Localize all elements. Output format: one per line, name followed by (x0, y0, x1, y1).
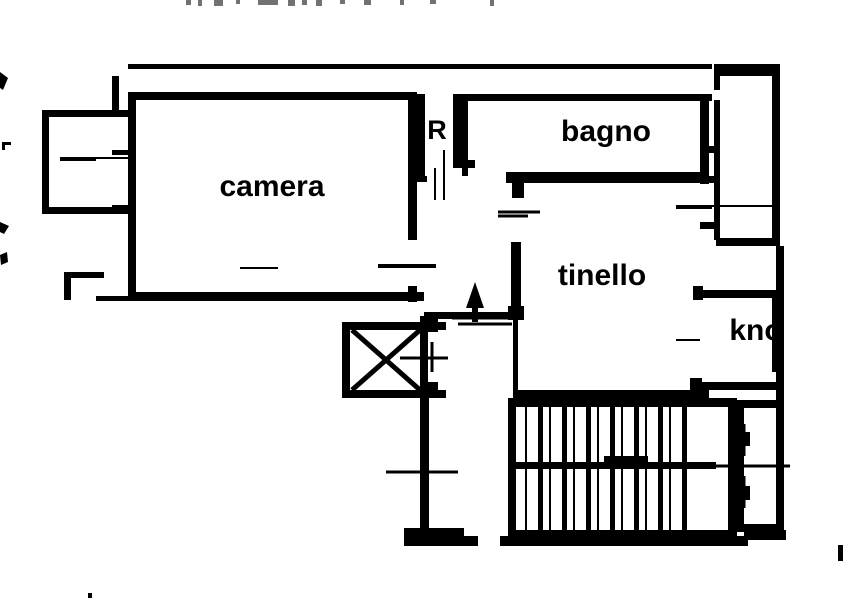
terrace-step-lower-left (64, 272, 136, 301)
room-label-tinello: tinello (558, 259, 646, 292)
stair-tread-lines (525, 406, 671, 530)
room-label-bagno: bagno (561, 115, 651, 148)
stair-treads-upper (538, 406, 687, 464)
room-camera-walls (128, 92, 436, 302)
staircase (508, 398, 737, 539)
elevator-shaft-cross (350, 328, 422, 392)
ripostiglio-door-detail (434, 150, 445, 200)
room-label-ripostiglio: R (427, 115, 447, 145)
stair-treads-lower (538, 468, 687, 530)
direction-arrow-up-icon (466, 282, 484, 322)
lower-right-dimension-ticks (706, 424, 790, 508)
corridor-walls (342, 312, 514, 542)
balcony-left (42, 76, 136, 214)
room-label-camera: camera (219, 170, 324, 203)
left-edge-scan-artifact (0, 72, 843, 598)
corridor-dimension-ticks (386, 342, 458, 474)
exterior-wall-top (128, 64, 780, 101)
misc-dimension-marks (240, 267, 700, 341)
balcony-right-detail (676, 205, 772, 209)
top-edge-scan-artifact (186, 0, 494, 6)
entry-door-detail (452, 316, 514, 326)
room-kno-walls (690, 246, 784, 408)
room-label-kno: kno (729, 314, 782, 347)
balcony-left-detail (60, 157, 136, 161)
balcony-right-top (700, 68, 780, 246)
room-bagno-walls (462, 94, 709, 198)
bagno-fixture-detail (498, 210, 540, 218)
exterior-wall-bottom (404, 530, 786, 546)
